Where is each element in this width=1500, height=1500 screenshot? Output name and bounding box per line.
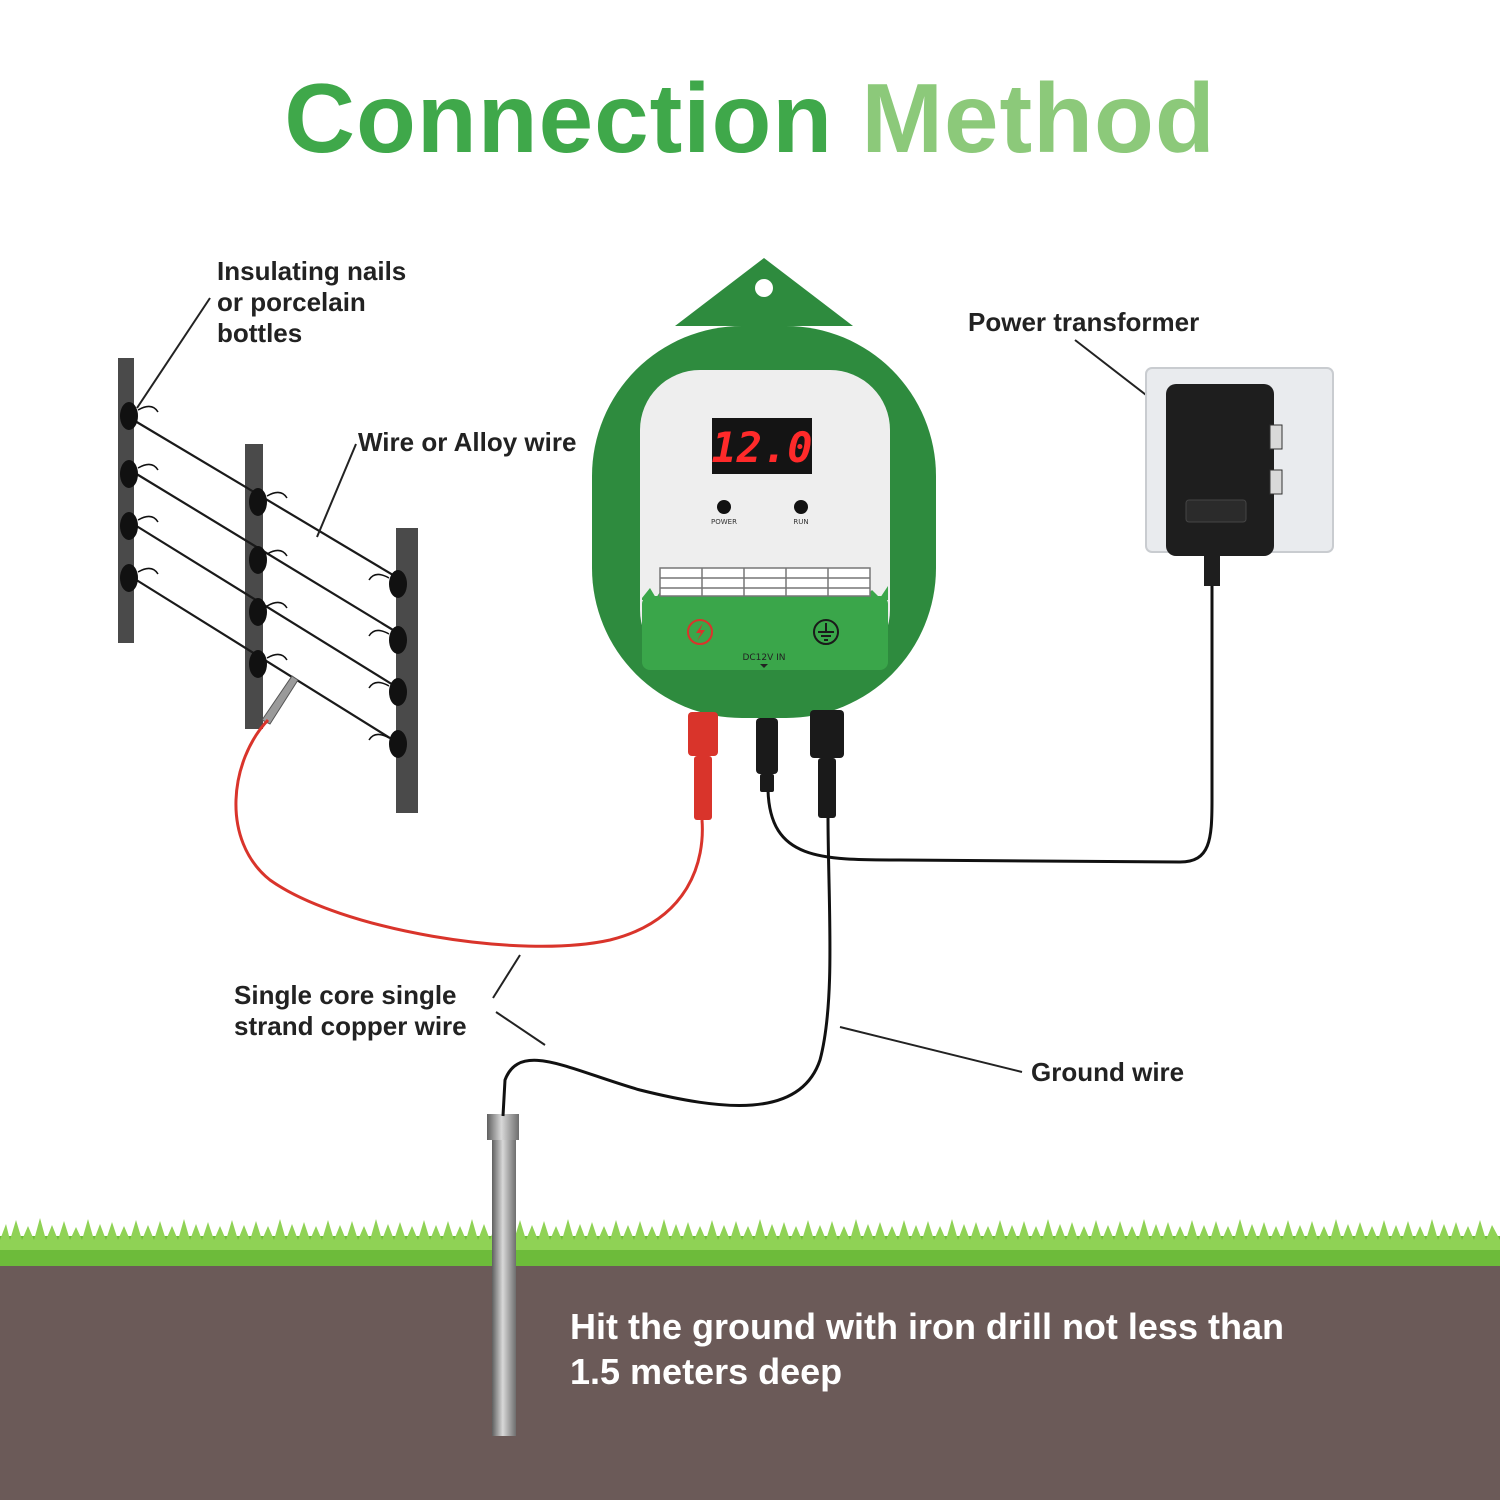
grass-blades	[0, 1218, 1500, 1250]
earth-ground-icon	[813, 619, 839, 645]
insulator	[249, 650, 288, 678]
insulator	[120, 460, 159, 488]
hanging-hole	[755, 279, 773, 297]
alligator-clip	[261, 675, 299, 725]
red-terminal	[688, 712, 718, 820]
fence-post-1	[118, 358, 134, 643]
insulator	[368, 570, 407, 598]
insulator	[249, 598, 288, 626]
soil	[0, 1262, 1500, 1500]
insulator	[120, 564, 159, 592]
title-word-2: Method	[861, 63, 1216, 173]
insulator	[249, 546, 288, 574]
ground-wire-label: Ground wire	[1031, 1057, 1185, 1087]
insulators	[120, 402, 407, 758]
fence-graphic	[659, 567, 871, 597]
ground-rod	[487, 1114, 519, 1436]
insulator	[368, 626, 407, 654]
power-indicator	[717, 500, 731, 514]
run-label: RUN	[793, 518, 808, 526]
ground-terminal	[810, 710, 844, 818]
adapter-body	[1166, 384, 1274, 556]
grass-panel	[642, 596, 888, 670]
fence-post-2	[245, 444, 263, 729]
led-display	[712, 418, 812, 474]
lightning-icon	[687, 619, 713, 645]
insulator	[249, 488, 288, 516]
title-word-1: Connection	[284, 63, 834, 173]
page-title: Connection Method	[0, 62, 1500, 175]
insulating-label: Insulating nails or porcelain bottles	[217, 256, 407, 348]
transformer-label: Power transformer	[968, 307, 1200, 337]
power-label: POWER	[711, 518, 737, 526]
insulator	[120, 512, 159, 540]
run-indicator	[794, 500, 808, 514]
display-reading: 12.0	[711, 423, 812, 472]
copper-wire-label: Single core single strand copper wire	[234, 980, 467, 1041]
power-cable	[766, 582, 1214, 864]
energizer-device	[592, 258, 936, 718]
dc-plug	[756, 718, 778, 792]
grounding-note: Hit the ground with iron drill not less …	[570, 1306, 1284, 1392]
wire-label: Wire or Alloy wire	[358, 427, 577, 457]
insulator	[120, 402, 159, 430]
ground-wire	[501, 814, 832, 1117]
insulator	[368, 730, 407, 758]
fence-wires	[129, 417, 399, 744]
insulator	[368, 678, 407, 706]
power-transformer	[1145, 367, 1334, 586]
dc-input-label: DC12V IN	[742, 653, 785, 663]
live-wire	[234, 718, 704, 948]
